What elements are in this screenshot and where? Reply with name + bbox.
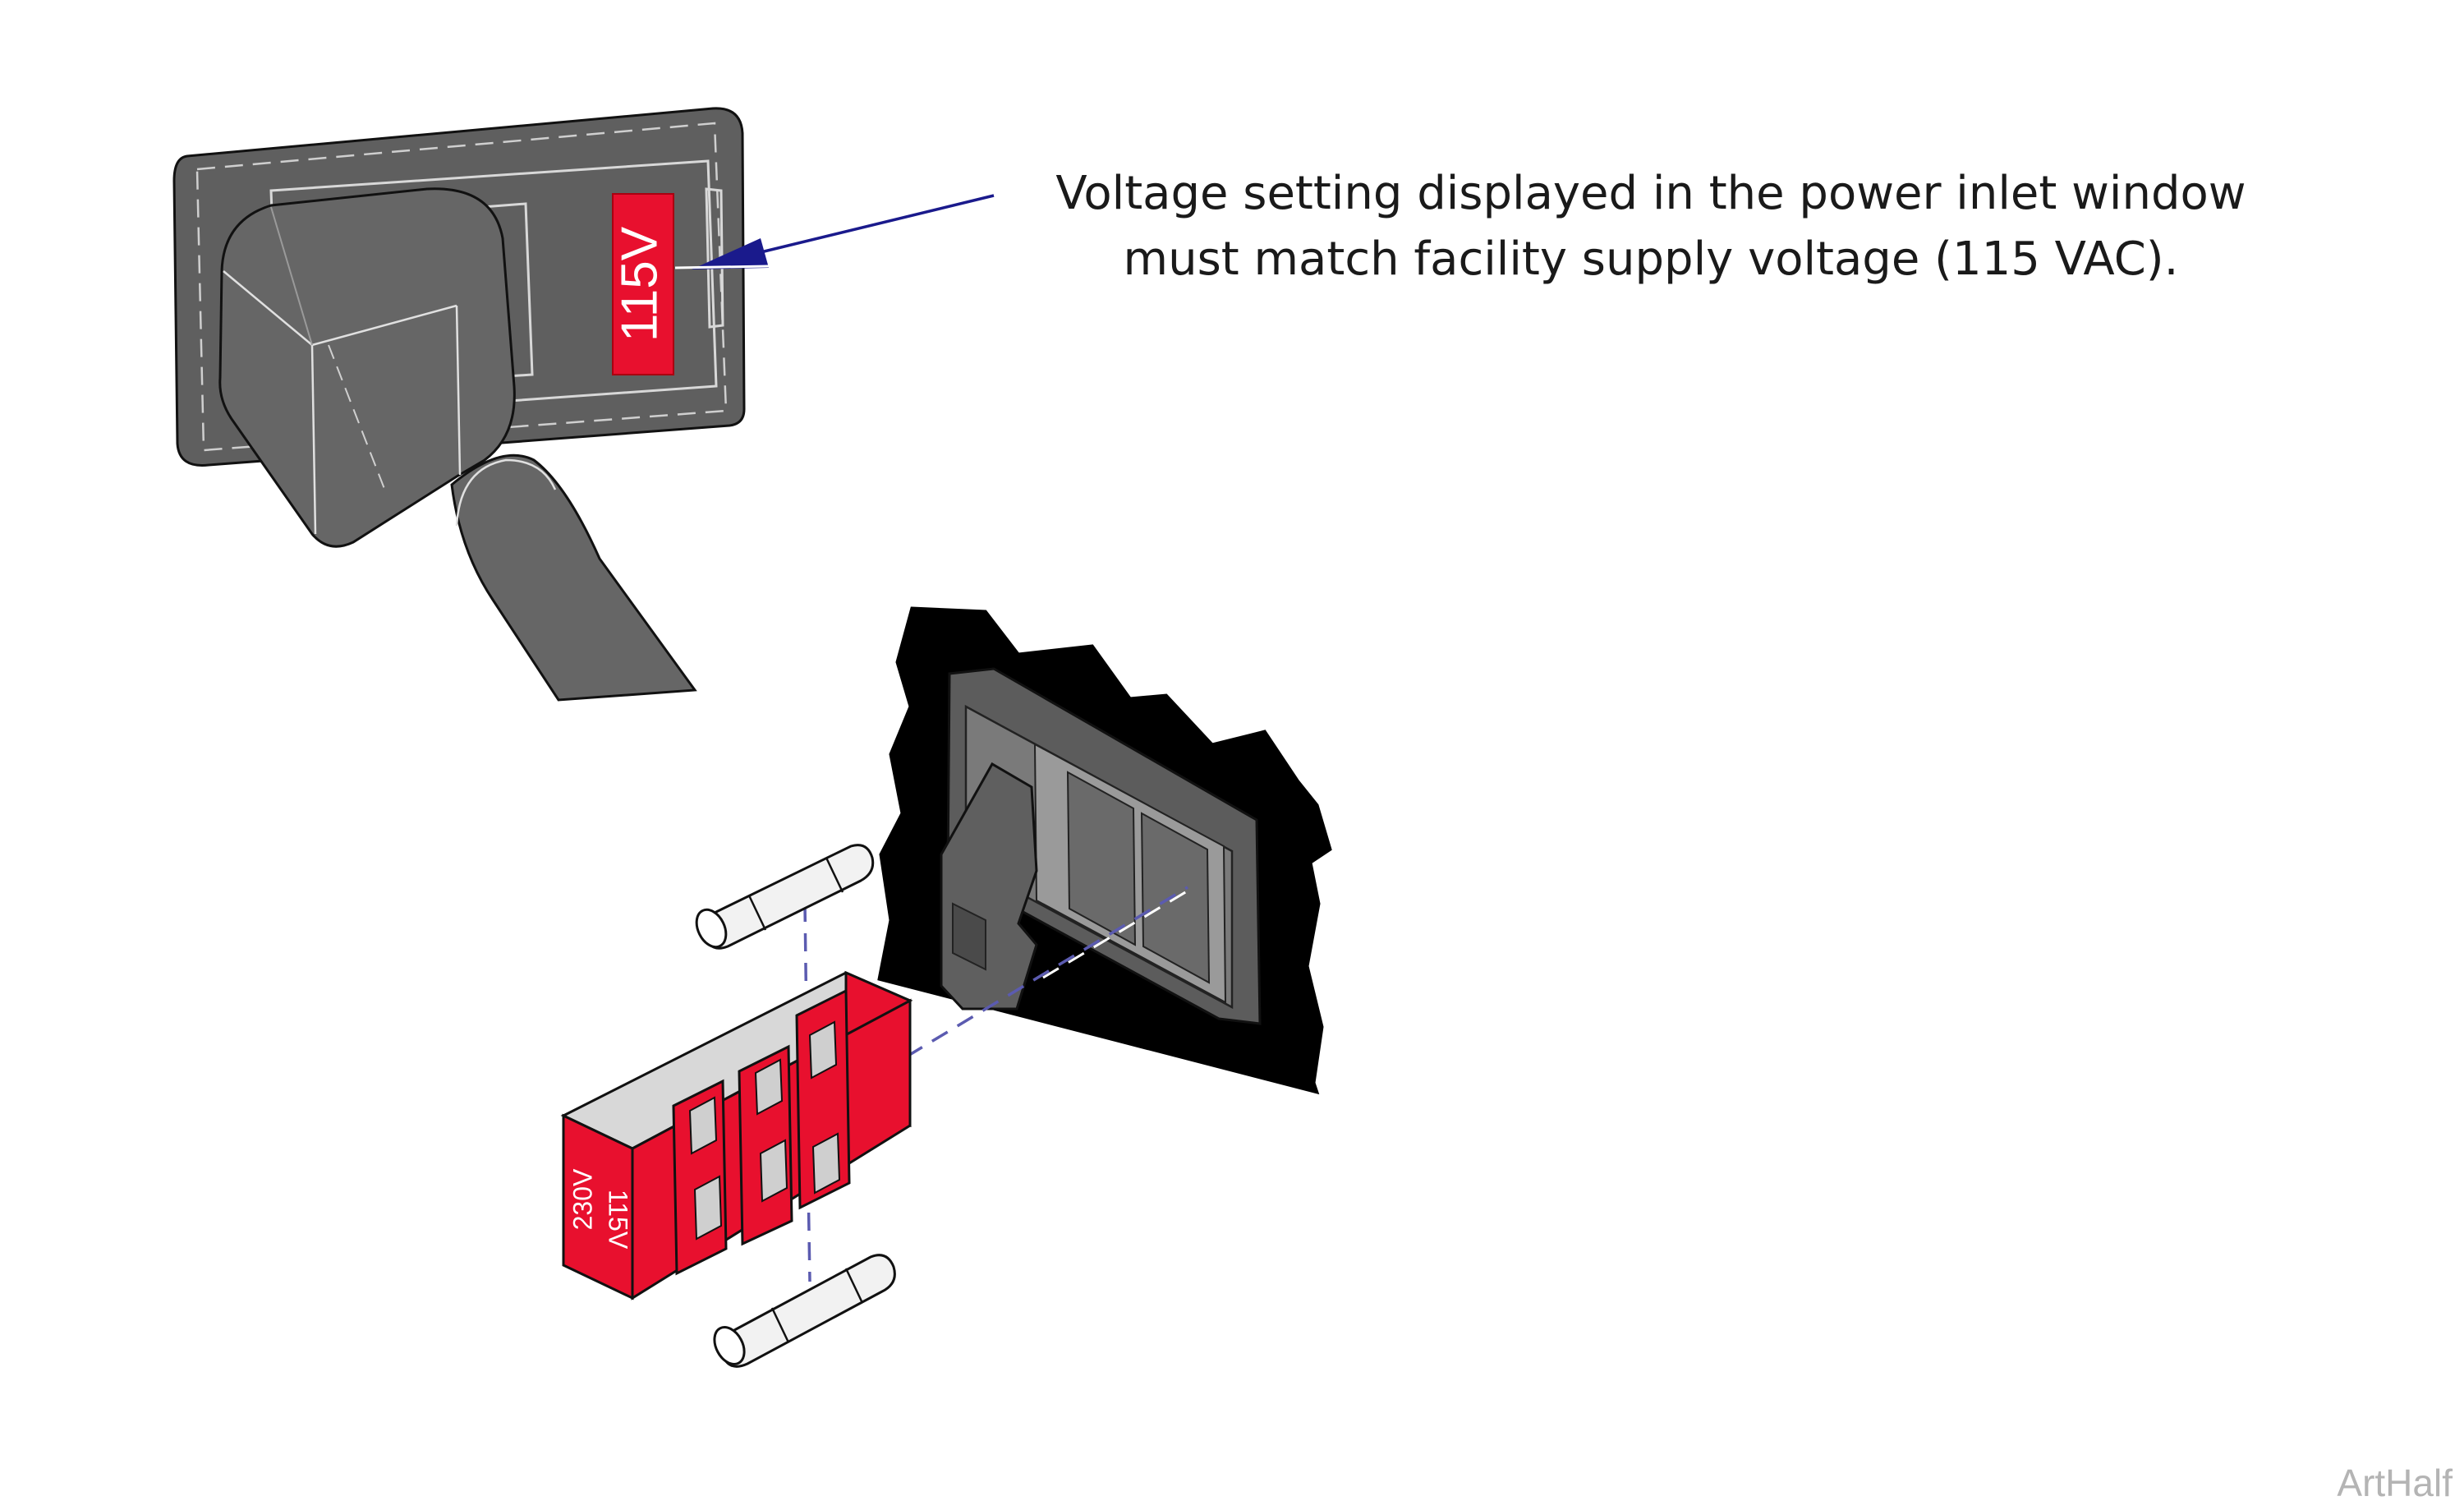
callout-arrow <box>674 194 995 269</box>
art-tag: ArtHalf <box>2337 1462 2453 1504</box>
power-cord <box>450 453 697 702</box>
inlet-voltage-window <box>612 193 674 375</box>
power-plug-assembly: 115V <box>172 107 746 702</box>
power-plug-icon <box>218 187 516 548</box>
voltage-callout: Voltage setting displayed in the power i… <box>1018 161 2283 292</box>
inlet-window-label: 115V <box>611 226 668 342</box>
power-inlet-icon <box>940 667 1262 1025</box>
fuse-icon <box>713 1254 896 1368</box>
fuse-holder-icon: 230V 115V <box>560 970 913 1301</box>
callout-line-1: Voltage setting displayed in the power i… <box>1055 167 2246 220</box>
fuse-holder-label-upper: 230V <box>568 1168 597 1230</box>
fuse-holder-label-lower: 115V <box>604 1190 633 1250</box>
fuse-icon <box>695 844 875 950</box>
callout-line-2: must match facility supply voltage (115 … <box>1123 232 2179 286</box>
